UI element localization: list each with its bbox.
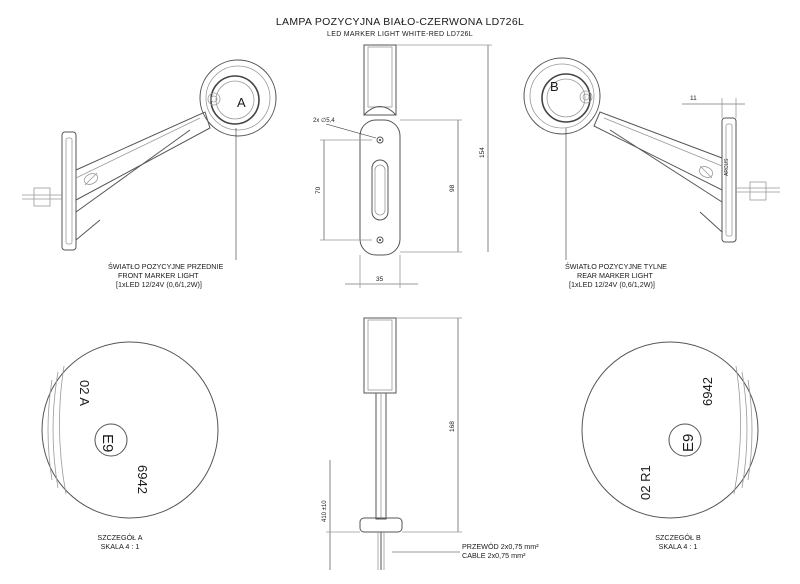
rear-lamp-view: ARCUS 11 B xyxy=(523,57,780,260)
detail-b-caption: SZCZEGÓŁ B SKALA 4 : 1 xyxy=(648,533,708,551)
dimension-154: 154 xyxy=(479,147,486,158)
detail-b-title: SZCZEGÓŁ B xyxy=(655,533,701,542)
dimension-35: 35 xyxy=(376,276,384,283)
front-lamp-view: A xyxy=(22,59,277,260)
front-light-line2: FRONT MARKER LIGHT xyxy=(118,271,199,280)
detail-a-code1: 02 A xyxy=(77,380,92,406)
dimension-98: 98 xyxy=(449,184,456,192)
detail-a-title: SZCZEGÓŁ A xyxy=(97,533,143,542)
hole-dimension: 2x ∅5,4 xyxy=(313,117,335,124)
detail-a-caption: SZCZEGÓŁ A SKALA 4 : 1 xyxy=(90,533,150,551)
arm-label: ARCUS xyxy=(724,158,730,176)
front-light-line3: [1xLED 12/24V (0,6/1,2W)] xyxy=(116,280,202,289)
front-light-line1: ŚWIATŁO POZYCYJNE PRZEDNIE xyxy=(108,262,224,271)
detail-b-code2: 6942 xyxy=(700,377,715,406)
detail-marker-a: A xyxy=(237,95,246,110)
detail-a-view: 02 A E9 6942 xyxy=(41,341,219,519)
detail-marker-b: B xyxy=(550,79,559,94)
detail-a-mark: E9 xyxy=(99,434,116,452)
detail-b-scale: SKALA 4 : 1 xyxy=(658,542,698,551)
cable-line2: CABLE 2x0,75 mm² xyxy=(462,551,526,560)
front-light-label: ŚWIATŁO POZYCYJNE PRZEDNIE FRONT MARKER … xyxy=(108,262,223,289)
detail-b-mark: E9 xyxy=(680,434,697,452)
dimension-168: 168 xyxy=(449,421,456,432)
drawing-subtitle: LED MARKER LIGHT WHITE-RED LD726L xyxy=(327,31,473,38)
detail-a-scale: SKALA 4 : 1 xyxy=(100,542,140,551)
side-view: 168 410 ±10 xyxy=(322,317,462,570)
detail-a-code2: 6942 xyxy=(135,465,150,494)
dimension-70: 70 xyxy=(315,186,322,194)
detail-b-code1: 02 R1 xyxy=(638,465,653,500)
cable-line1: PRZEWÓD 2x0,75 mm² xyxy=(462,542,539,551)
detail-b-view: 02 R1 E9 6942 xyxy=(581,341,759,519)
rear-light-line3: [1xLED 12/24V (0,6/1,2W)] xyxy=(569,280,655,289)
dimension-410: 410 ±10 xyxy=(322,500,328,522)
top-view: 2x ∅5,4 70 98 154 35 xyxy=(313,44,492,288)
drawing-title: LAMPA POZYCYJNA BIAŁO-CZERWONA LD726L xyxy=(275,16,525,28)
rear-light-label: ŚWIATŁO POZYCYJNE TYLNE REAR MARKER LIGH… xyxy=(565,262,667,289)
cable-label: PRZEWÓD 2x0,75 mm² CABLE 2x0,75 mm² xyxy=(462,542,539,560)
rear-light-line2: REAR MARKER LIGHT xyxy=(577,271,653,280)
dimension-11: 11 xyxy=(690,95,697,102)
rear-light-line1: ŚWIATŁO POZYCYJNE TYLNE xyxy=(565,262,667,271)
